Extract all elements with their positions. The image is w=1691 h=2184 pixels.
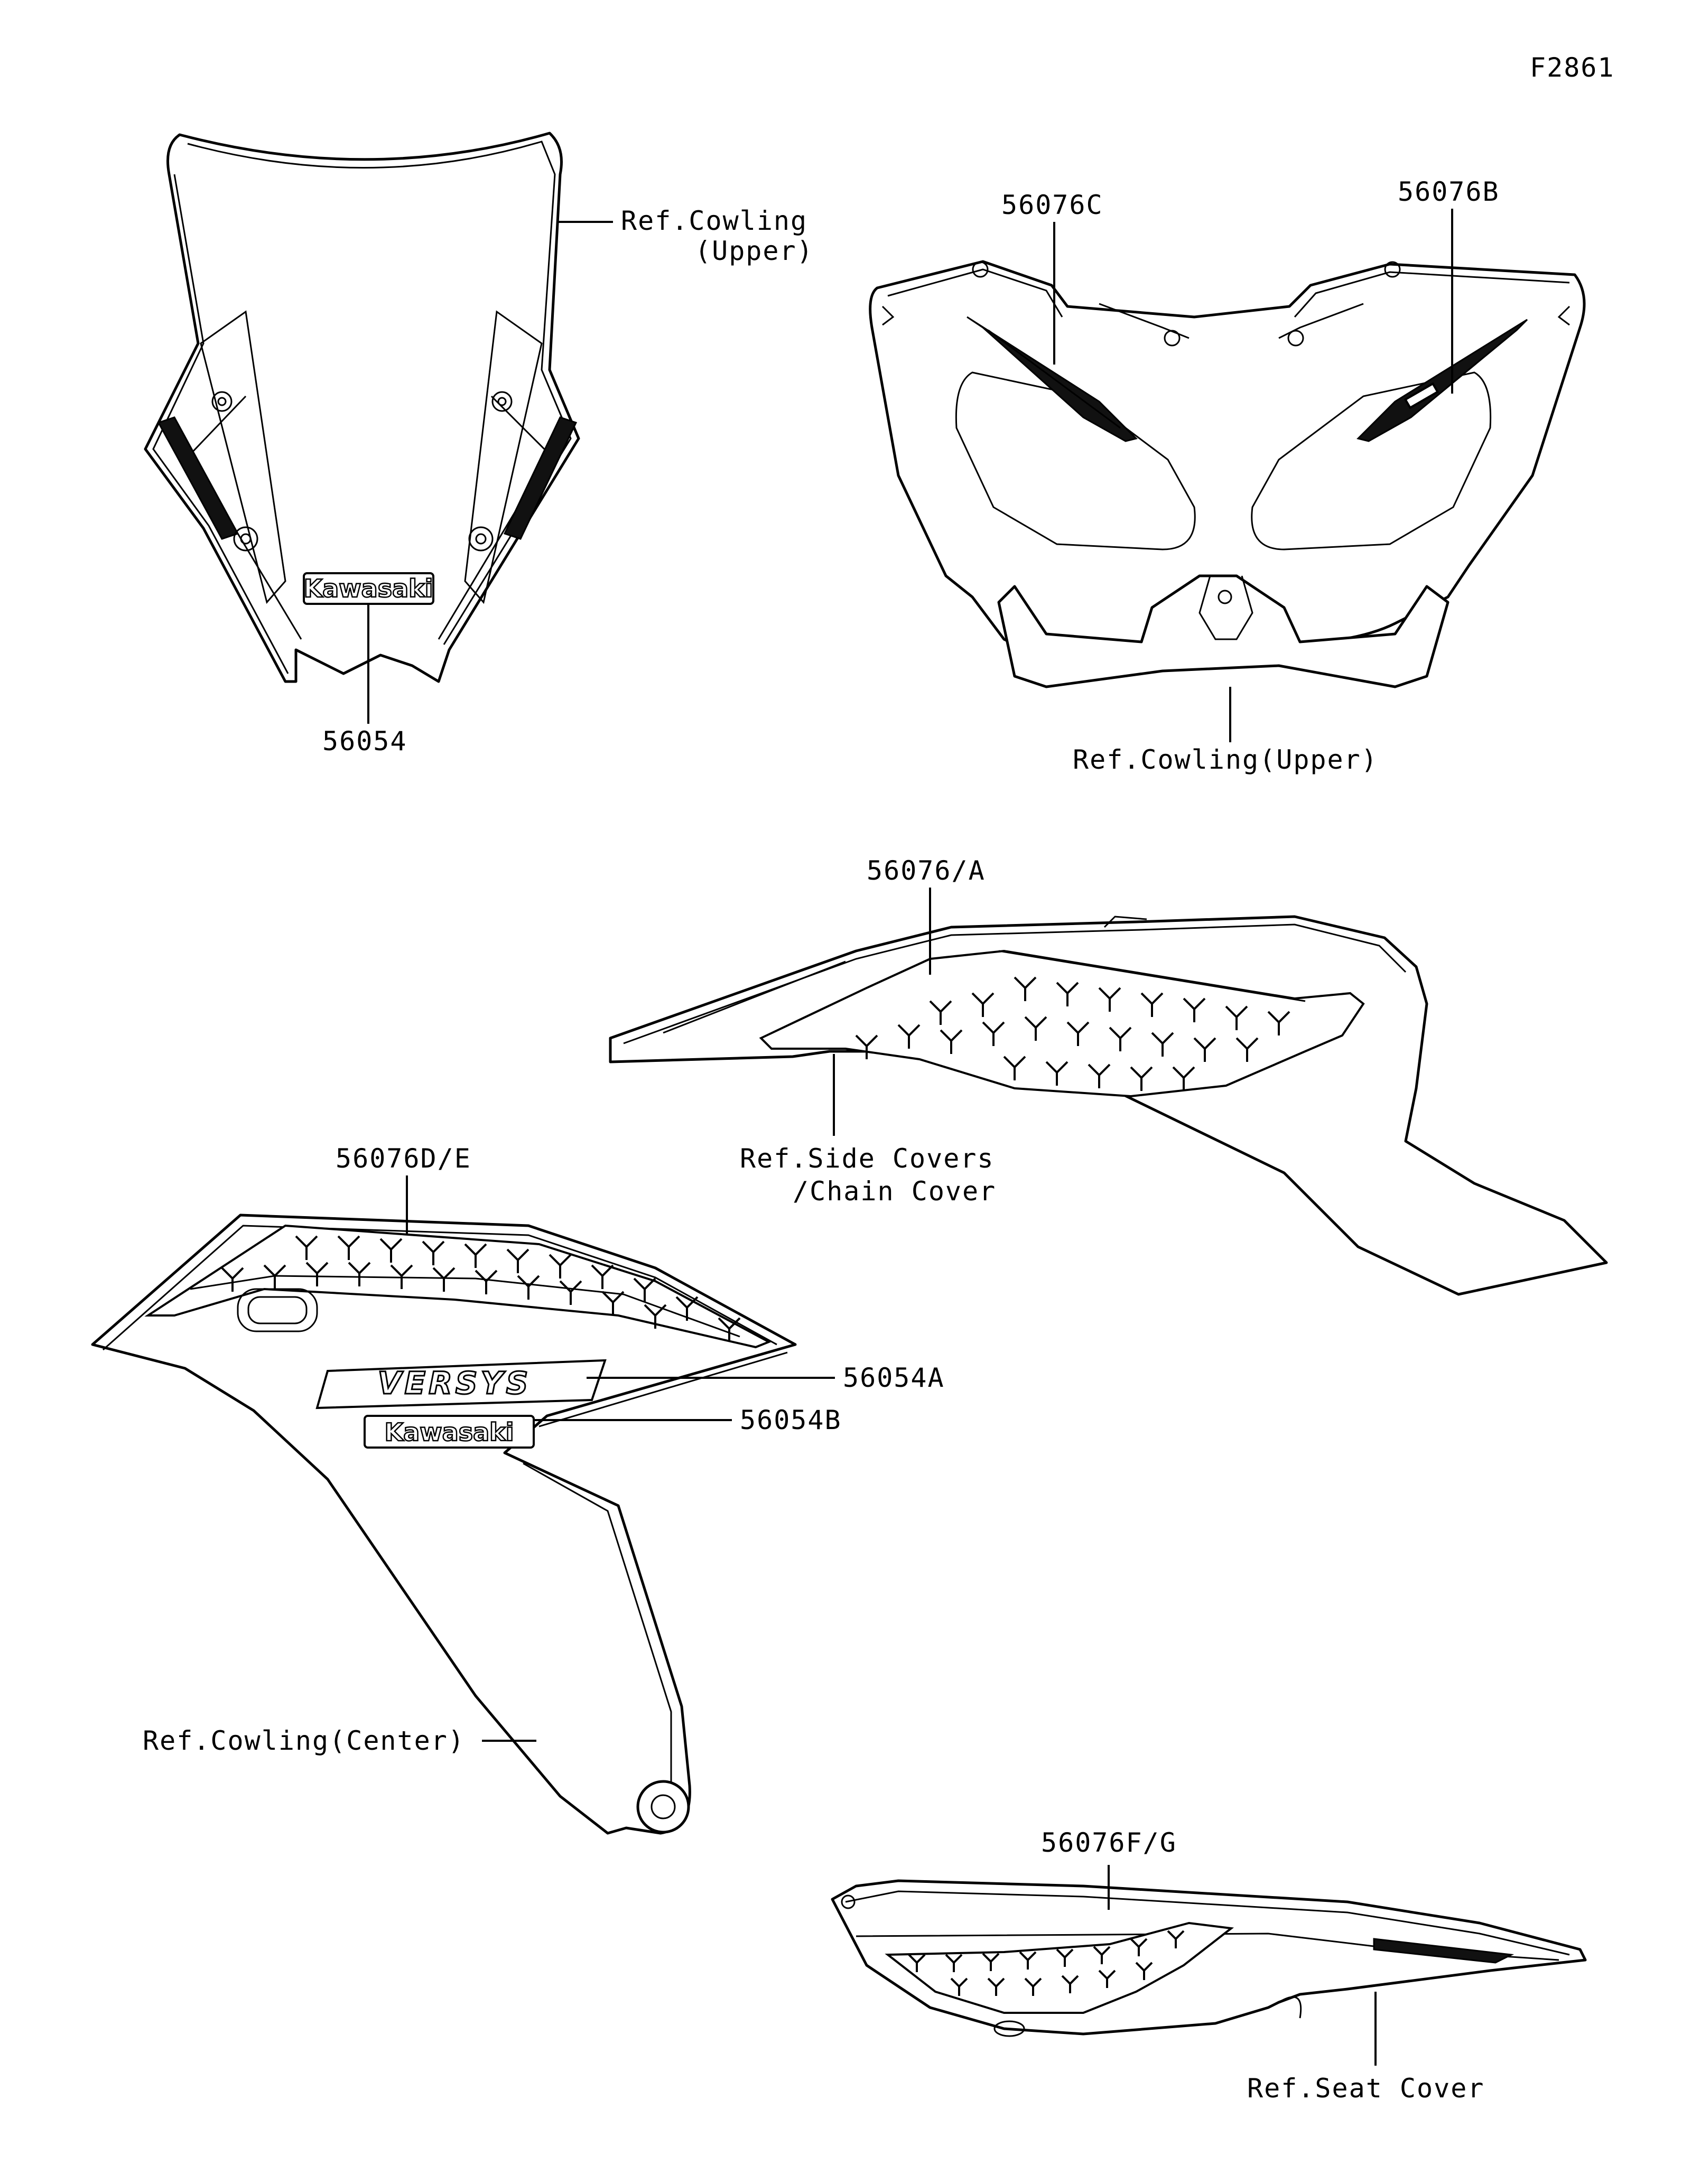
kawasaki-logo-windscreen: Kawasaki: [303, 574, 433, 603]
seat-cover-drawing: [831, 1879, 1587, 2037]
label-ref-cowling-upper-line2: (Upper): [695, 236, 814, 266]
pattern-56076FG: [908, 1930, 1185, 1996]
label-ref-cowling-upper-line1: Ref.Cowling: [621, 206, 807, 236]
label-ref-cowling-upper-bottom: Ref.Cowling(Upper): [1073, 744, 1378, 775]
versys-logo: VERSYS: [378, 1365, 532, 1401]
label-56054A: 56054A: [843, 1362, 945, 1393]
label-56054B: 56054B: [740, 1405, 842, 1435]
pattern-56076A: [855, 976, 1290, 1091]
center-cowling-drawing: VERSYS Kawasaki: [91, 1214, 797, 1835]
label-56076C: 56076C: [1001, 190, 1103, 220]
label-56054: 56054: [322, 726, 407, 757]
kawasaki-logo-center: Kawasaki: [384, 1418, 514, 1446]
windscreen-drawing: Kawasaki: [144, 132, 580, 683]
figure-id: F2861: [1530, 52, 1615, 83]
label-ref-cowling-center: Ref.Cowling(Center): [143, 1725, 465, 1756]
label-56076DE: 56076D/E: [336, 1143, 471, 1174]
front-cowling-drawing: [869, 260, 1586, 688]
label-56076B: 56076B: [1398, 176, 1500, 207]
label-ref-seat-cover: Ref.Seat Cover: [1247, 2073, 1484, 2104]
label-ref-side-covers-line1: Ref.Side Covers: [740, 1143, 995, 1174]
pattern-56076DE: [221, 1235, 741, 1342]
label-56076A: 56076/A: [867, 855, 986, 886]
label-56076FG: 56076F/G: [1041, 1827, 1177, 1858]
label-ref-side-covers-line2: /Chain Cover: [793, 1176, 996, 1207]
side-cover-drawing: [609, 915, 1608, 1296]
